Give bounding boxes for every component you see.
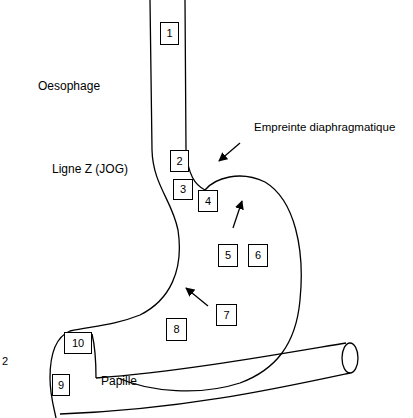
callout-box: 5: [218, 244, 238, 267]
callout-number: 3: [180, 184, 186, 195]
part-label: Ligne Z (JOG): [52, 163, 128, 176]
callout-number: 9: [58, 380, 64, 391]
callout-number: 4: [205, 196, 211, 207]
callout-number: 6: [255, 250, 261, 261]
callout-box: 3: [173, 179, 193, 200]
callout-box: 1: [160, 22, 179, 45]
part-label: Oesophage: [38, 80, 100, 93]
duodenum-lower: [60, 373, 350, 414]
callout-box: 2: [170, 150, 189, 172]
lesser-curvature: [50, 0, 179, 418]
callout-number: 5: [225, 250, 231, 261]
duodenum-end: [342, 343, 358, 373]
direction-arrow: [233, 201, 242, 228]
callout-box: 6: [248, 244, 268, 267]
callout-box: 10: [64, 332, 92, 354]
callout-box: 8: [166, 318, 187, 341]
duodenum-upper: [96, 343, 346, 378]
pylorus: [92, 334, 96, 378]
callout-number: 1: [166, 28, 172, 39]
part-label: Empreinte diaphragmatique: [254, 121, 395, 134]
callout-box: 4: [198, 190, 218, 212]
callout-number: 2: [176, 156, 182, 167]
callout-number: 7: [223, 310, 229, 321]
callout-box: 9: [52, 374, 70, 396]
callout-number: 8: [173, 324, 179, 335]
direction-arrow: [186, 288, 208, 306]
part-label: Papille: [101, 375, 137, 388]
callout-box: 7: [216, 304, 237, 326]
callout-number: 10: [72, 338, 84, 349]
diaphragm-arrow: [219, 143, 240, 161]
part-label: 2: [2, 355, 8, 367]
greater-curvature: [118, 0, 301, 391]
